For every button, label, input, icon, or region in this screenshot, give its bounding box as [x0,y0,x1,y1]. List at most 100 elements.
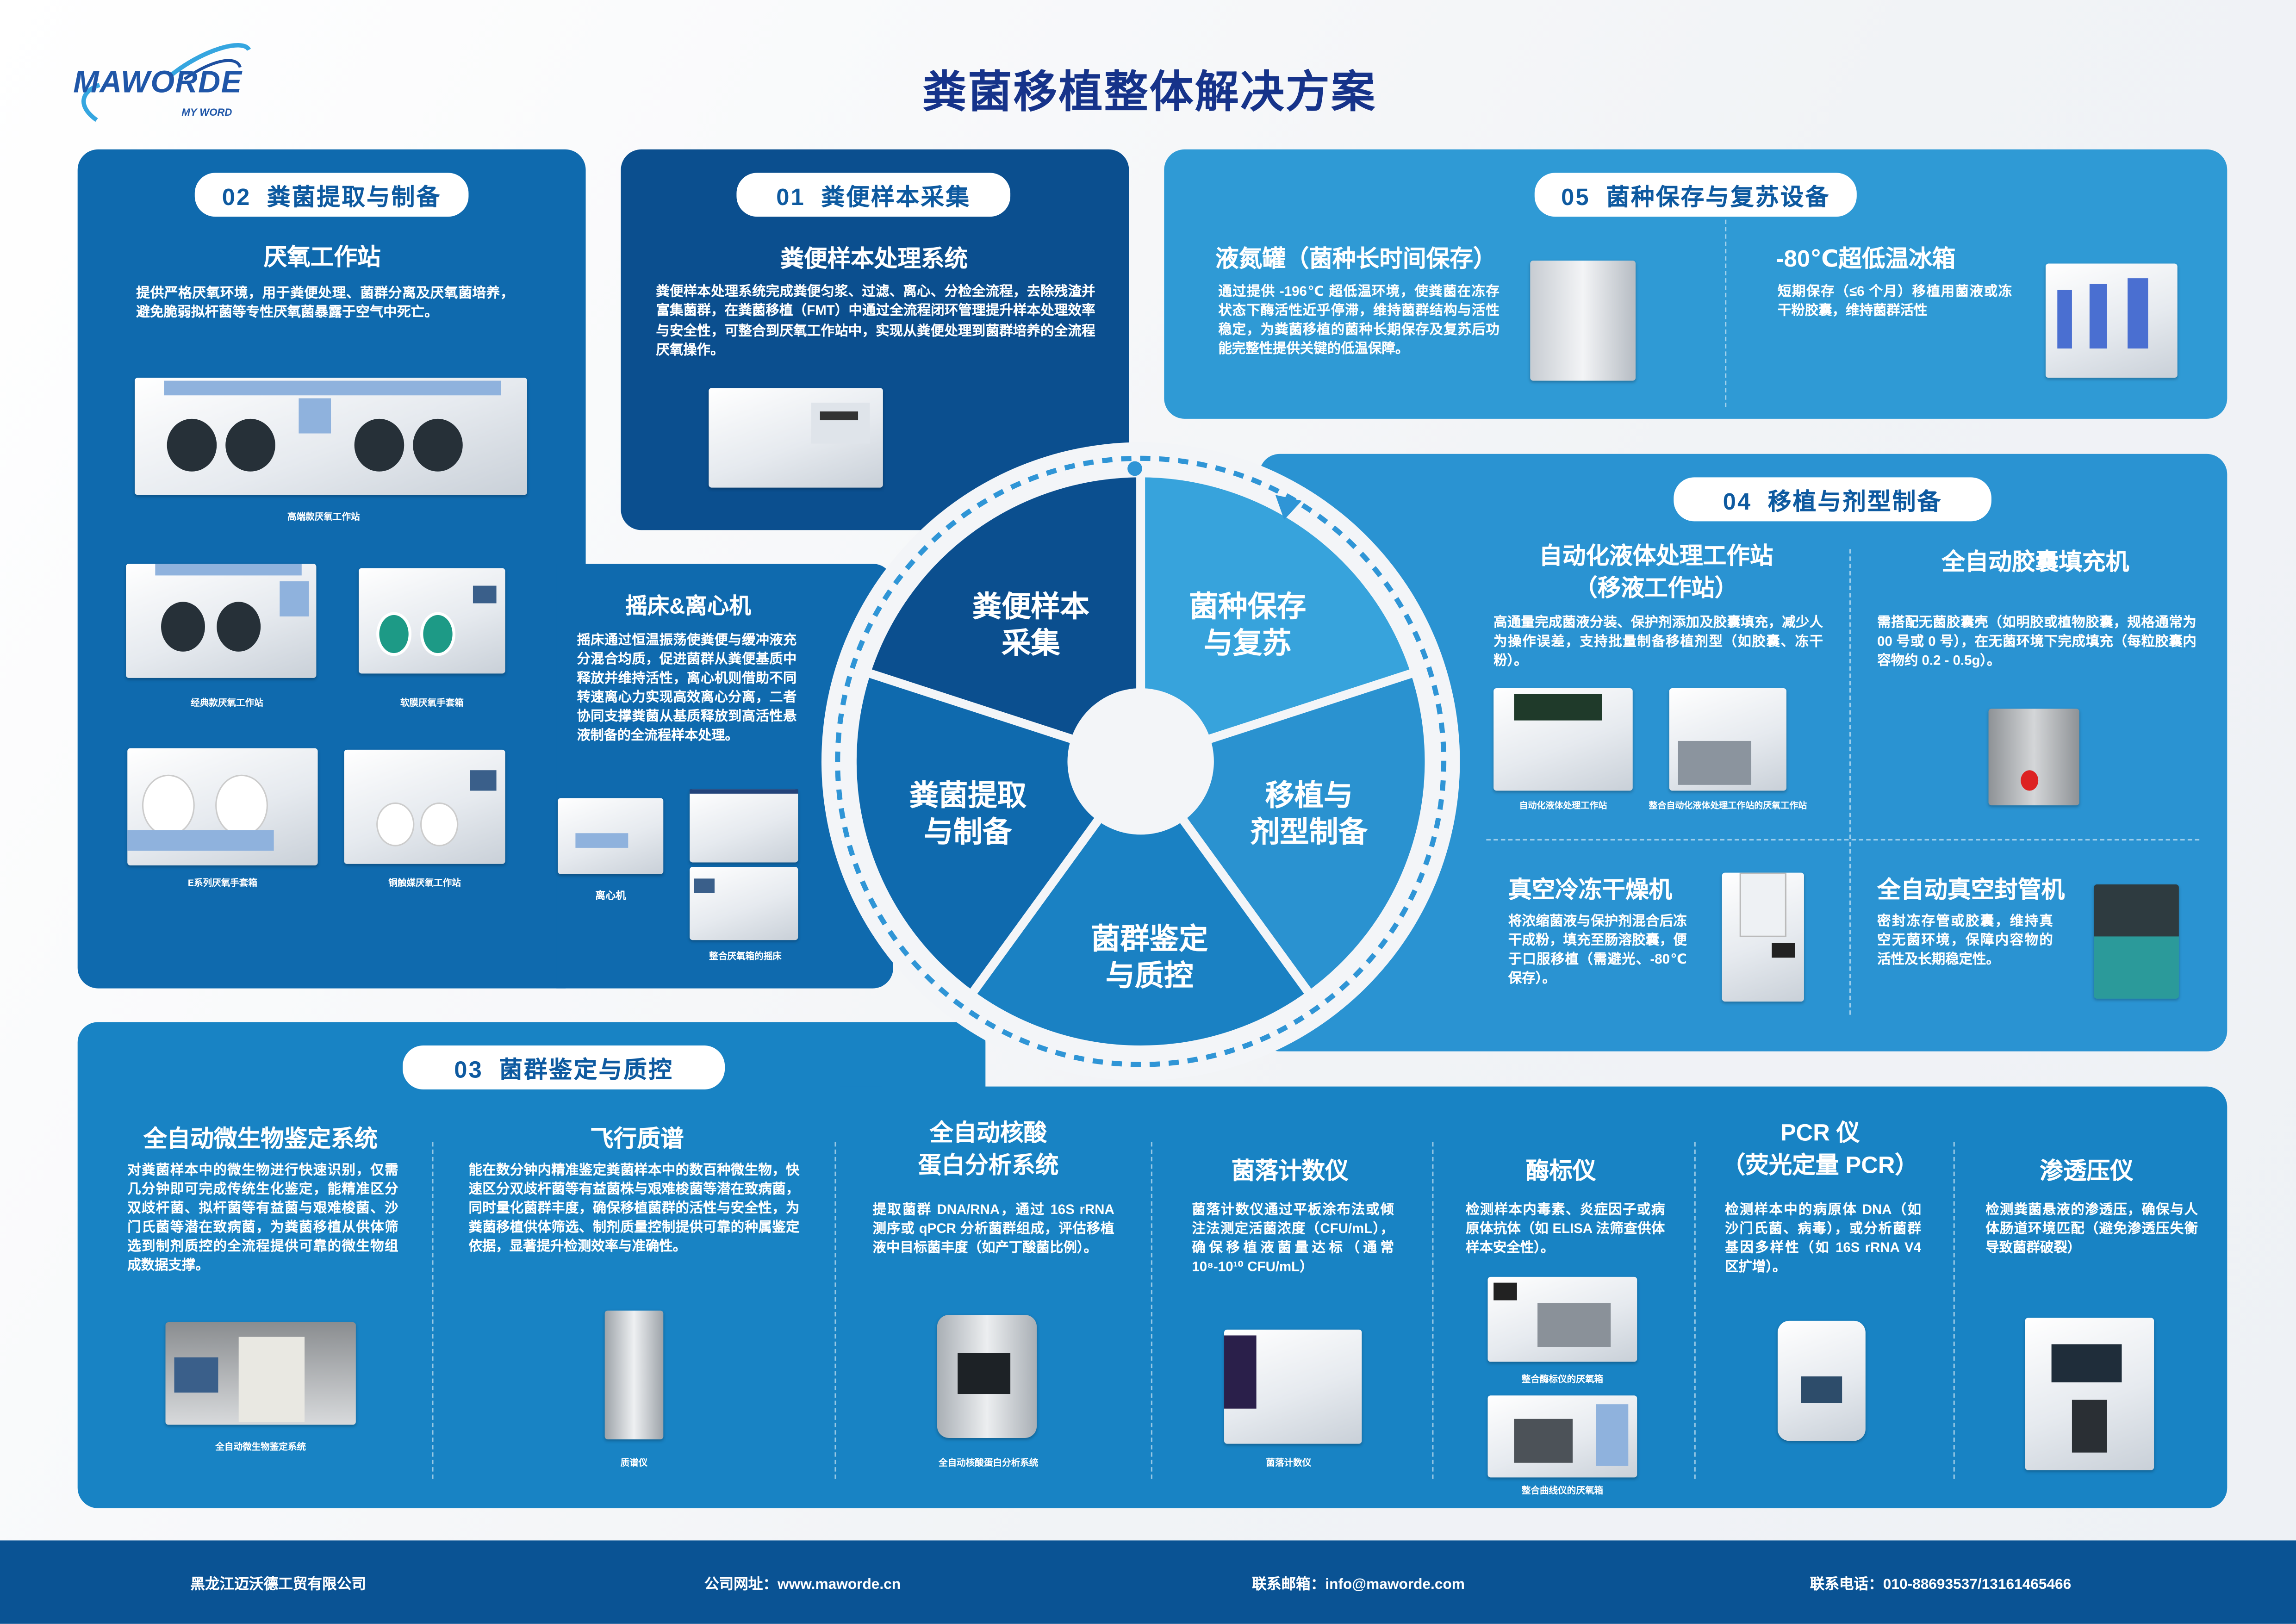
divider [1151,1142,1152,1479]
anaerobic-station-title: 厌氧工作站 [263,246,381,271]
liquid-nitrogen-tank-title: 液氮罐（菌种长时间保存） [1215,247,1497,273]
osmometer-desc: 检测粪菌悬液的渗透压，确保与人体肠道环境匹配（避免渗透压失衡导致菌群破裂） [1985,1202,2198,1255]
title-line: PCR 仪 [1780,1121,1860,1147]
anaerobic-microplate-reader-image [1487,1276,1637,1362]
ultra-low-freezer-title: -80℃超低温冰箱 [1776,247,1956,273]
wheel-label-sample-collection: 粪便样本采集 [972,590,1089,663]
wheel-label-preservation: 菌种保存与复苏 [1189,590,1306,663]
image-caption: 菌落计数仪 [1266,1458,1312,1469]
footer-website-link[interactable]: 公司网址：www.maworde.cn [704,1577,901,1593]
freeze-dryer-image [1722,872,1804,1002]
wheel-label-formulation: 移植与剂型制备 [1251,779,1368,852]
copper-catalyst-station-image [344,749,505,864]
section-05-pill: 05 菌种保存与复苏设备 [1534,173,1857,217]
colony-counter-image [1224,1329,1362,1444]
wheel-center-circle [1067,688,1214,835]
capsule-filler-desc: 需搭配无菌胶囊壳（如明胶或植物胶囊，规格通常为 00 号或 0 号），在无菌环境… [1877,615,2196,668]
title-line: 蛋白分析系统 [918,1154,1059,1179]
wheel-label-extraction: 粪菌提取与制备 [909,779,1027,852]
nucleic-acid-analyzer-image [937,1315,1037,1438]
section-03-pill: 03 菌群鉴定与质控 [403,1045,725,1089]
anaerobic-station-desc: 提供严格厌氧环境，用于粪便处理、菌群分离及厌氧菌培养，避免脆弱拟杆菌等专性厌氧菌… [136,284,514,319]
pcr-title: PCR 仪 （荧光定量 PCR） [1674,1119,1966,1183]
mass-spectrometer-image [604,1310,664,1440]
freeze-dryer-title: 真空冷冻干燥机 [1508,878,1673,904]
ultra-low-freezer-image [2045,263,2178,378]
liquid-handler-desc: 高通量完成菌液分装、保护剂添加及胶囊填充，减少人为操作误差，支持批量制备移植剂型… [1493,615,1823,668]
anaerobic-curve-analyzer-image [1487,1395,1637,1478]
centrifuge-image [558,798,664,874]
wheel-label-line: 移植与 [1265,780,1353,813]
wheel-label-line: 与制备 [924,817,1012,850]
osmometer-image [2025,1318,2154,1470]
high-end-anaerobic-station-image [135,378,528,495]
logo-tagline: MY WORD [181,108,232,119]
wheel-label-line: 菌种保存 [1189,591,1307,624]
microplate-reader-desc: 检测样本内毒素、炎症因子或病原体抗体（如 ELISA 法筛查供体样本安全性）。 [1466,1202,1665,1255]
divider [1486,839,2200,841]
divider [1725,219,1727,407]
liquid-nitrogen-tank-image [1530,261,1636,381]
title-line: 自动化液体处理工作站 [1539,544,1773,570]
divider [834,1142,836,1479]
maldi-tof-desc: 能在数分钟内精准鉴定粪菌样本中的数百种微生物，快速区分双歧杆菌等有益菌株与艰难梭… [468,1163,800,1254]
ultra-low-freezer-desc: 短期保存（≤6 个月）移植用菌液或冻干粉胶囊，维持菌群活性 [1777,284,2012,318]
sample-processing-title: 粪便样本处理系统 [780,247,968,273]
shaker-centrifuge-desc: 摇床通过恒温振荡使粪便与缓冲液充分混合均质，促进菌群从粪便基质中释放并维持活性，… [577,632,797,743]
osmometer-title: 渗透压仪 [2040,1159,2134,1185]
nucleic-acid-desc: 提取菌群 DNA/RNA，通过 16S rRNA 测序或 qPCR 分析菌群组成… [872,1202,1114,1255]
wheel-label-line: 剂型制备 [1250,817,1368,850]
process-wheel [821,442,1460,1081]
pcr-desc: 检测样本中的病原体 DNA（如沙门氏菌、病毒），或分析菌群基因多样性（如 16S… [1725,1202,1922,1274]
liquid-nitrogen-tank-desc: 通过提供 -196℃ 超低温环境，使粪菌在冻存状态下酶活性近乎停滞，维持菌群结构… [1218,284,1500,356]
anaerobic-liquid-handler-image [1669,688,1786,791]
brand-logo: MAWORDE MY WORD [68,35,258,126]
sample-processing-desc: 粪便样本处理系统完成粪便匀浆、过滤、离心、分检全流程，去除残渣并富集菌群，在粪菌… [656,284,1095,357]
wheel-sector-sample-collection [860,468,1145,768]
divider [1694,1142,1696,1479]
nucleic-acid-title: 全自动核酸 蛋白分析系统 [842,1119,1135,1183]
logo-wordmark: MAWORDE [73,66,243,100]
image-caption: 整合自动化液体处理工作站的厌氧工作站 [1649,802,1807,811]
e-series-glove-box-image [127,748,318,865]
wheel-label-identification: 菌群鉴定与质控 [1091,922,1208,996]
section-04-pill: 04 移植与剂型制备 [1674,477,1991,522]
image-caption: 整合酶标仪的厌氧箱 [1521,1375,1603,1386]
footer-phone: 联系电话：010-88693537/13161465466 [1810,1577,2072,1593]
image-caption: 自动化液体处理工作站 [1519,802,1607,811]
microbial-id-desc: 对粪菌样本中的微生物进行快速识别，仅需几分钟即可完成传统生化鉴定，能精准区分双歧… [127,1163,398,1273]
capsule-filler-image [1988,709,2079,806]
microplate-reader-title: 酶标仪 [1525,1159,1596,1185]
wheel-label-line: 粪便样本 [972,591,1089,624]
title-line: （荧光定量 PCR） [1722,1154,1919,1179]
colony-counter-desc: 菌落计数仪通过平板涂布法或倾注法测定活菌浓度（CFU/mL），确保移植液菌量达标… [1192,1202,1394,1274]
wheel-label-line: 粪菌提取 [909,780,1027,813]
image-caption: 经典款厌氧工作站 [191,698,263,709]
divider [1953,1142,1955,1479]
maldi-tof-title: 飞行质谱 [590,1127,684,1152]
microbial-id-system-image [165,1322,356,1425]
title-line: 全自动核酸 [930,1121,1047,1147]
vacuum-sealer-title: 全自动真空封管机 [1877,878,2065,904]
section-02-pill: 02 粪菌提取与制备 [194,173,469,217]
divider [1432,1142,1434,1479]
freeze-dryer-desc: 将浓缩菌液与保护剂混合后冻干成粉，填充至肠溶胶囊，便于口服移植（需避光、-80℃… [1508,914,1687,986]
divider [432,1142,434,1479]
image-caption: E系列厌氧手套箱 [187,878,257,889]
wheel-dashed-ring [835,455,1447,1067]
anaerobic-shaker-image [690,867,798,940]
microbial-id-title: 全自动微生物鉴定系统 [143,1127,378,1152]
liquid-handler-image [1493,688,1633,791]
vacuum-sealer-desc: 密封冻存管或胶囊，维持真空无菌环境，保障内容物的活性及长期稳定性。 [1877,914,2053,967]
title-line: （移液工作站） [1574,577,1738,602]
image-caption: 整合曲线仪的厌氧箱 [1521,1486,1603,1497]
footer-bar [0,1540,2296,1624]
image-caption: 高端款厌氧工作站 [287,512,360,523]
wheel-label-line: 菌群鉴定 [1091,924,1208,957]
wheel-label-line: 与质控 [1105,960,1194,993]
wheel-sector-identification [965,754,1317,1055]
section-01-pill: 01 粪便样本采集 [736,173,1011,217]
footer-email-link[interactable]: 联系邮箱：info@maworde.com [1252,1577,1465,1593]
sample-processing-system-image [709,388,883,488]
